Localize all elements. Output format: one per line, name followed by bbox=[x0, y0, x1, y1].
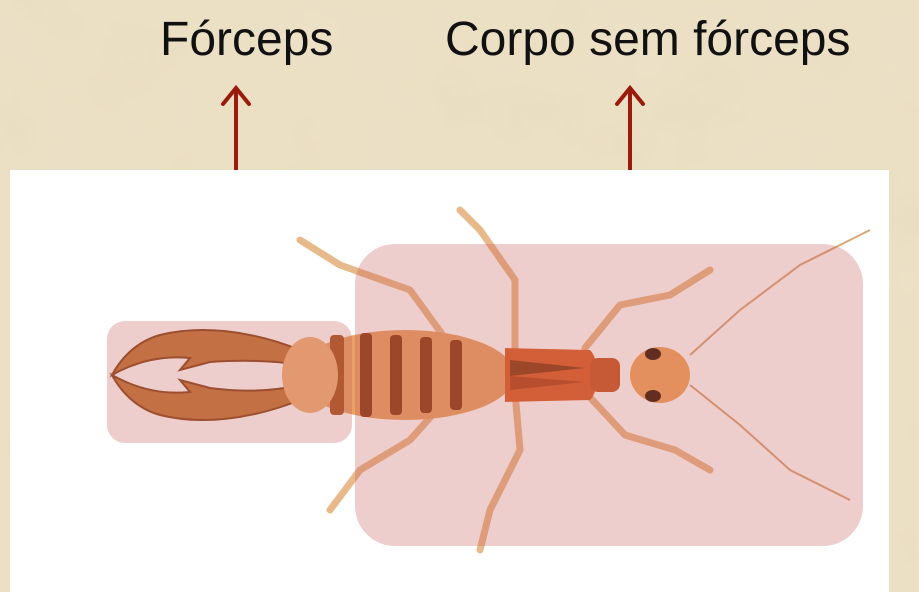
forceps-highlight-box bbox=[107, 321, 352, 443]
insect-figure-panel bbox=[10, 170, 889, 592]
body-highlight-box bbox=[355, 244, 863, 546]
